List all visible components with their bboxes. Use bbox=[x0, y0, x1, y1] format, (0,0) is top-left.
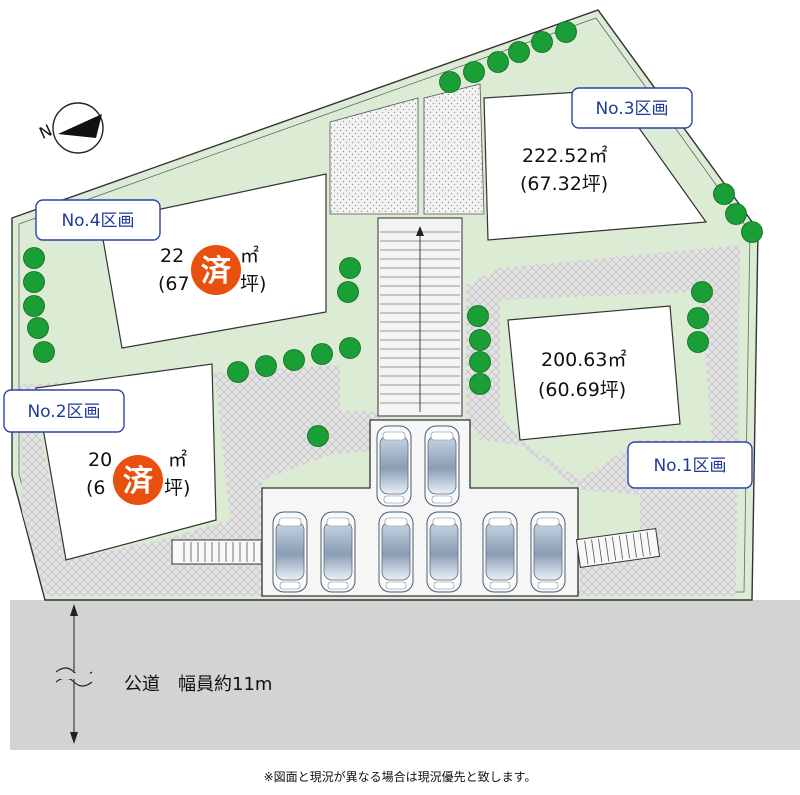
lot2-sold-mark: 済 bbox=[123, 464, 154, 499]
lot1-tsubo: (60.69坪) bbox=[538, 379, 626, 401]
stair-step bbox=[639, 532, 644, 557]
tree-icon bbox=[27, 317, 49, 339]
stairs-right bbox=[575, 528, 661, 568]
lot2-label: No.2区画 bbox=[3, 389, 125, 433]
lot4-sold-stamp: 済 bbox=[191, 245, 241, 295]
lot3-label-text: No.3区画 bbox=[595, 99, 668, 119]
lot4-tsubo-tail: 坪) bbox=[240, 273, 266, 295]
stair-step bbox=[611, 536, 617, 561]
tree-icon bbox=[337, 281, 359, 303]
stair-step bbox=[618, 535, 624, 560]
tree-icon bbox=[531, 31, 553, 53]
car-icon bbox=[424, 425, 460, 507]
stair-step bbox=[584, 540, 589, 565]
dotted-access-strip bbox=[329, 97, 419, 215]
tree-icon bbox=[508, 41, 530, 63]
footnote: ※図面と現況が異なる場合は現況優先と致します。 bbox=[264, 769, 537, 784]
tree-icon bbox=[439, 71, 461, 93]
tree-icon bbox=[283, 349, 305, 371]
lot4-label-text: No.4区画 bbox=[61, 211, 134, 231]
tree-icon bbox=[741, 221, 763, 243]
lot1-area: 200.63㎡ bbox=[541, 348, 626, 371]
stair-step bbox=[625, 534, 630, 559]
stair-step bbox=[646, 531, 651, 556]
lot2-area-head: 20 bbox=[88, 449, 112, 471]
tree-icon bbox=[255, 355, 277, 377]
lot4-area-head: 22 bbox=[160, 245, 184, 267]
tree-icon bbox=[469, 351, 491, 373]
stair-step bbox=[605, 537, 610, 562]
tree-icon bbox=[307, 425, 329, 447]
dotted-access-strip-right bbox=[423, 83, 485, 215]
stair-step bbox=[598, 538, 603, 563]
lot2-sold-stamp: 済 bbox=[113, 455, 163, 505]
tree-icon bbox=[687, 331, 709, 353]
lot2-label-text: No.2区画 bbox=[27, 402, 100, 422]
lot1-label: No.1区画 bbox=[627, 441, 753, 489]
car-icon bbox=[378, 511, 414, 593]
car-icon bbox=[320, 511, 356, 593]
car-icon bbox=[482, 511, 518, 593]
stair-step bbox=[591, 539, 596, 564]
site-inner-line bbox=[18, 17, 751, 593]
tree-icon bbox=[487, 51, 509, 73]
building-lot-3 bbox=[483, 89, 708, 241]
tree-icon bbox=[713, 183, 735, 205]
tree-icon bbox=[469, 373, 491, 395]
tree-icon bbox=[463, 61, 485, 83]
tree-icon bbox=[339, 337, 361, 359]
tree-icon bbox=[227, 361, 249, 383]
tree-icon bbox=[311, 343, 333, 365]
north-compass: N bbox=[36, 102, 104, 154]
lot3-tsubo: (67.32坪) bbox=[520, 173, 608, 195]
car-icon bbox=[376, 425, 412, 507]
road-label: 公道 幅員約11m bbox=[124, 674, 272, 695]
car-icon bbox=[530, 511, 566, 593]
tree-icon bbox=[469, 329, 491, 351]
car-icon bbox=[272, 511, 308, 593]
tree-icon bbox=[555, 21, 577, 43]
lot1-label-text: No.1区画 bbox=[653, 456, 726, 476]
lot4-tsubo-head: (67 bbox=[158, 273, 190, 295]
tree-icon bbox=[33, 341, 55, 363]
lot2-tsubo-tail: 坪) bbox=[164, 477, 190, 499]
stairs-left bbox=[171, 539, 263, 565]
stair-step bbox=[632, 533, 637, 558]
road-width-marker bbox=[55, 604, 93, 744]
lot4-area-tail: ㎡ bbox=[240, 244, 259, 267]
car-icon bbox=[426, 511, 462, 593]
tree-icon bbox=[687, 307, 709, 329]
tree-icon bbox=[691, 281, 713, 303]
public-road bbox=[10, 600, 800, 750]
lot2-tsubo-head: (6 bbox=[86, 477, 106, 499]
lot4-sold-mark: 済 bbox=[201, 254, 232, 289]
compass-letter: N bbox=[36, 121, 55, 143]
tree-icon bbox=[23, 295, 45, 317]
tree-icon bbox=[467, 305, 489, 327]
trees bbox=[23, 21, 763, 447]
tree-icon bbox=[725, 203, 747, 225]
building-lot-1 bbox=[507, 305, 681, 441]
lot3-area: 222.52㎡ bbox=[522, 144, 607, 167]
tree-icon bbox=[23, 247, 45, 269]
lot3-label: No.3区画 bbox=[571, 87, 693, 129]
lot4-label: No.4区画 bbox=[35, 199, 161, 241]
lot2-area-tail: ㎡ bbox=[168, 448, 187, 471]
tree-icon bbox=[339, 257, 361, 279]
tree-icon bbox=[23, 271, 45, 293]
